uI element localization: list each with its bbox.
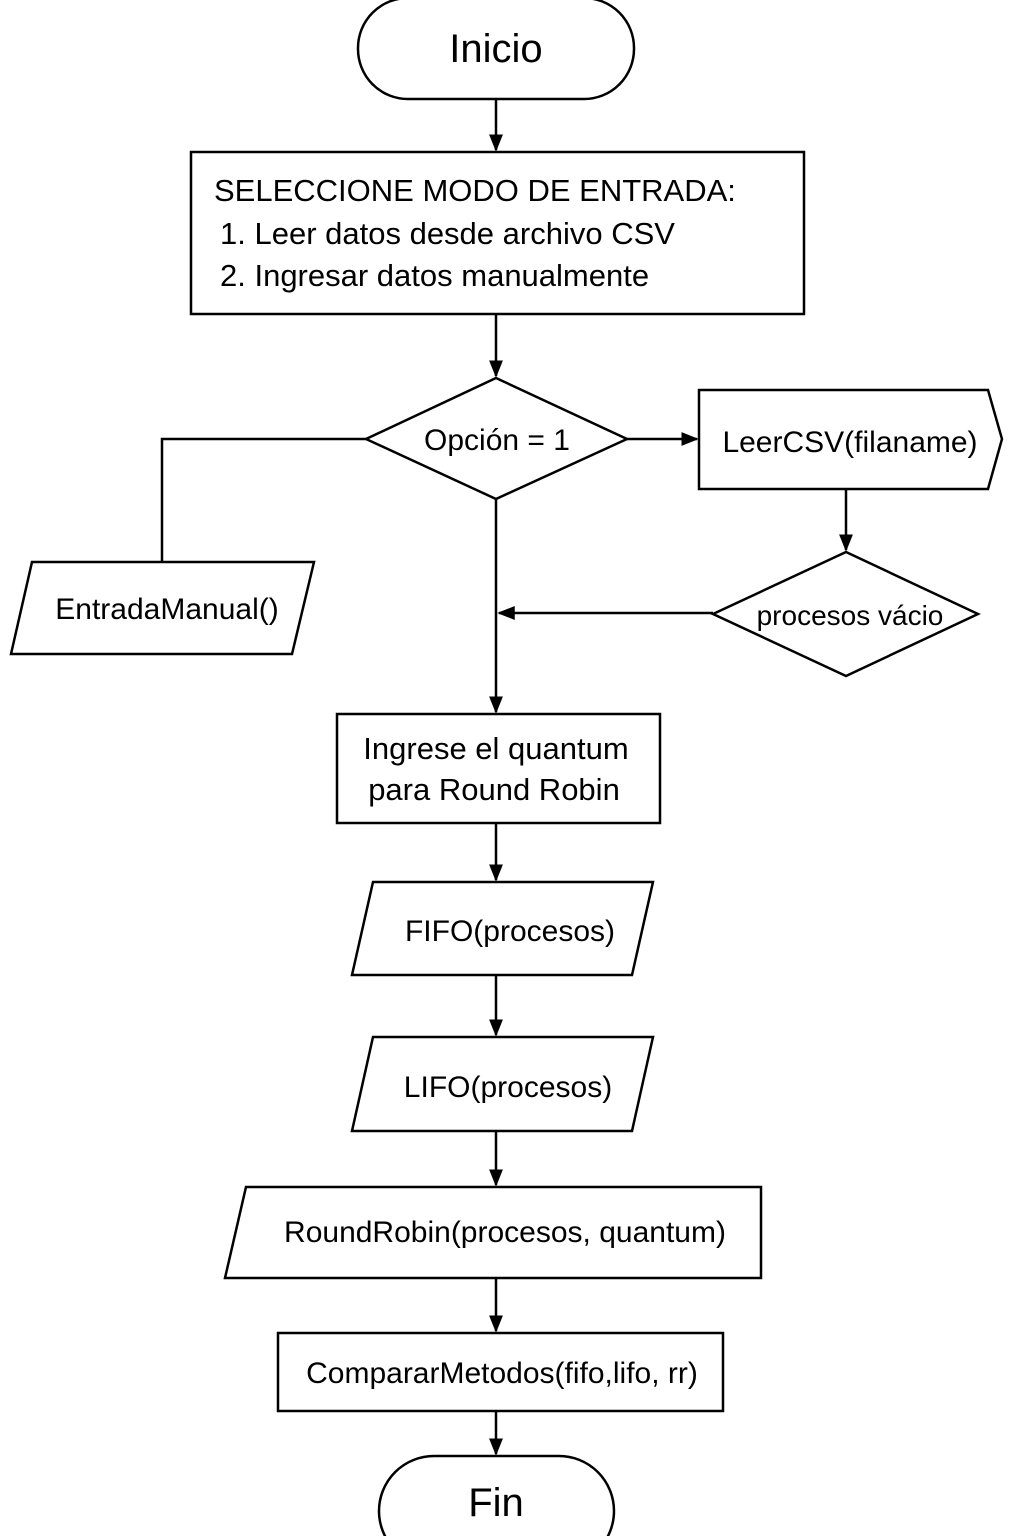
node-fifo: FIFO(procesos) (350, 880, 655, 977)
manual-entry-label: EntradaManual() (55, 593, 278, 626)
node-decision-empty: procesos vácio (710, 550, 981, 678)
edges (160, 99, 853, 1456)
decision-option-label: Opción = 1 (424, 424, 570, 457)
node-lifo: LIFO(procesos) (350, 1035, 655, 1133)
input-mode-line-2: 1. Leer datos desde archivo CSV (220, 216, 675, 251)
edge-decision-to-manual (160, 437, 366, 562)
read-csv-shape (697, 388, 1004, 491)
quantum-line-1: Ingrese el quantum (363, 731, 628, 766)
decision-empty-label: procesos vácio (757, 600, 944, 631)
node-input-mode: SELECCIONE MODO DE ENTRADA: 1. Leer dato… (189, 150, 806, 316)
node-decision-option: Opción = 1 (363, 376, 630, 501)
lifo-label: LIFO(procesos) (404, 1071, 612, 1104)
start-label: Inicio (449, 27, 542, 71)
end-terminal-shape (377, 1454, 616, 1536)
manual-entry-parallelogram (9, 560, 316, 656)
node-read-csv: LeerCSV(filaname) (697, 388, 1004, 491)
decision-empty-diamond (710, 550, 981, 678)
node-manual-entry: EntradaManual() (9, 560, 316, 656)
node-quantum: Ingrese el quantum para Round Robin (335, 712, 662, 825)
compare-box (276, 1331, 725, 1413)
input-mode-line-3: 2. Ingresar datos manualmente (220, 258, 649, 293)
lifo-parallelogram (350, 1035, 655, 1133)
node-compare: CompararMetodos(fifo,lifo, rr) (276, 1331, 725, 1413)
fifo-parallelogram (350, 880, 655, 977)
round-robin-label: RoundRobin(procesos, quantum) (284, 1216, 726, 1249)
compare-label: CompararMetodos(fifo,lifo, rr) (306, 1357, 698, 1390)
round-robin-parallelogram (223, 1185, 763, 1280)
decision-option-diamond (363, 376, 630, 501)
fifo-label: FIFO(procesos) (405, 915, 615, 948)
node-start: Inicio (356, 0, 636, 101)
input-mode-line-1: SELECCIONE MODO DE ENTRADA: (214, 173, 736, 208)
read-csv-label: LeerCSV(filaname) (722, 426, 977, 459)
node-round-robin: RoundRobin(procesos, quantum) (223, 1185, 763, 1280)
node-end: Fin (377, 1454, 616, 1536)
input-mode-box (189, 150, 806, 316)
start-terminal-shape (356, 0, 636, 101)
quantum-line-2: para Round Robin (368, 772, 620, 807)
quantum-box (335, 712, 662, 825)
end-label: Fin (468, 1481, 524, 1525)
